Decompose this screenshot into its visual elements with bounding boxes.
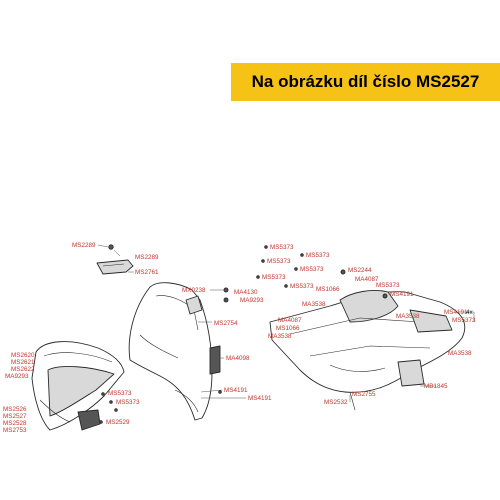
label-qty-4x: 4x bbox=[466, 309, 474, 316]
label-ms4191-c: MS4191 bbox=[224, 387, 248, 394]
label-mx0238: MX0238 bbox=[182, 287, 206, 294]
label-ma4098: MA4098 bbox=[226, 355, 250, 362]
screw-icons bbox=[99, 245, 304, 424]
label-ma3538-a: MA3538 bbox=[302, 301, 326, 308]
part-number-banner: Na obrázku díl číslo MS2527 bbox=[231, 63, 500, 101]
label-ms2528: MS2528 bbox=[3, 420, 27, 427]
label-ms5373-t6: MS5373 bbox=[290, 283, 314, 290]
label-ms2622: MS2622 bbox=[11, 366, 35, 373]
label-ma9293: MA9293 bbox=[240, 297, 264, 304]
label-ms2527: MS2527 bbox=[3, 413, 27, 420]
label-ms1066-b: MS1066 bbox=[276, 325, 300, 332]
label-ms2753: MS2753 bbox=[3, 427, 27, 434]
label-ma3538-d: MA3538 bbox=[448, 350, 472, 357]
label-mb1845: MB1845 bbox=[424, 383, 448, 390]
label-ms2289-a: MS2289 bbox=[72, 242, 96, 249]
label-ms2755: MS2755 bbox=[352, 391, 376, 398]
label-ma3538-b: MA3538 bbox=[396, 313, 420, 320]
top-cover-part bbox=[96, 244, 134, 275]
label-ms1066-a: MS1066 bbox=[316, 286, 340, 293]
label-ms2761: MS2761 bbox=[135, 269, 159, 276]
label-ms2620: MS2620 bbox=[11, 352, 35, 359]
label-ma4087-a: MA4087 bbox=[355, 276, 379, 283]
front-shield-part bbox=[128, 282, 229, 421]
label-ma4130: MA4130 bbox=[234, 289, 258, 296]
label-ma3538-c: MA3538 bbox=[268, 333, 292, 340]
label-ms2526: MS2526 bbox=[3, 406, 27, 413]
leader-lines bbox=[97, 244, 475, 402]
label-ms2244: MS2244 bbox=[348, 267, 372, 274]
label-ma9293-b: MA9293 bbox=[5, 373, 29, 380]
label-ms5373-t1: MS5373 bbox=[270, 244, 294, 251]
label-ms5373-l2: MS5373 bbox=[108, 390, 132, 397]
label-ms4191-a: MS4191 bbox=[390, 291, 414, 298]
label-ms5373-t5: MS5373 bbox=[262, 274, 286, 281]
label-ms2532: MS2532 bbox=[324, 399, 348, 406]
label-ms4191-b: MS4191 bbox=[444, 309, 468, 316]
label-ms5373-t4: MS5373 bbox=[300, 266, 324, 273]
front-fascia-part bbox=[31, 341, 125, 431]
label-ms5373-r: MS5373 bbox=[376, 282, 400, 289]
label-ms5373-t3: MS5373 bbox=[267, 258, 291, 265]
label-ms4191-d: MS4191 bbox=[248, 395, 272, 402]
label-ma4087-b: MA4087 bbox=[278, 317, 302, 324]
label-ms2289-b: MS2289 bbox=[135, 254, 159, 261]
banner-text: Na obrázku díl číslo MS2527 bbox=[251, 72, 480, 91]
label-ms5373-l3: MS5373 bbox=[116, 399, 140, 406]
label-ms2621: MS2621 bbox=[11, 359, 35, 366]
label-ms2529: MS2529 bbox=[106, 419, 130, 426]
label-ms5373-t2: MS5373 bbox=[306, 252, 330, 259]
label-ms2754: MS2754 bbox=[214, 320, 238, 327]
floorboard-part bbox=[269, 269, 466, 411]
label-ms5373-l1: MS5373 bbox=[452, 317, 476, 324]
